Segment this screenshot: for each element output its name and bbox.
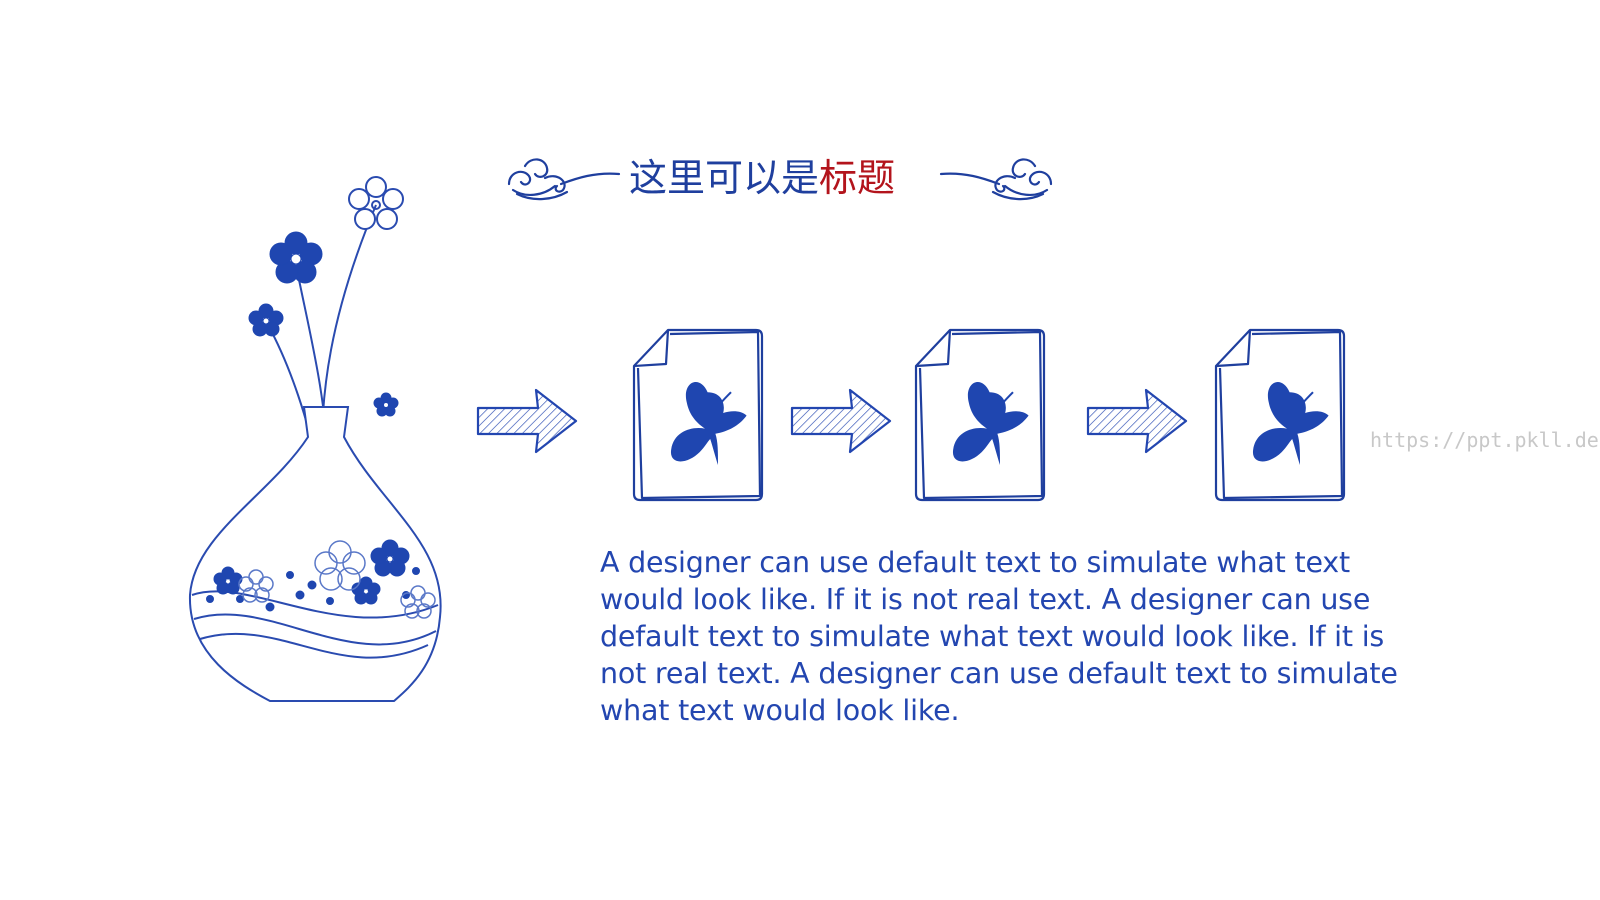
butterfly-document-icon: [1214, 328, 1346, 502]
butterfly-document-icon: [914, 328, 1046, 502]
title-accent: 标题: [819, 156, 896, 200]
porcelain-vase-icon: [188, 176, 442, 702]
title-row: 这里可以是标题: [505, 148, 1065, 208]
watermark: https://ppt.pkll.de: [1370, 428, 1599, 452]
butterfly-document-icon: [632, 328, 764, 502]
body-paragraph: A designer can use default text to simul…: [600, 546, 1398, 727]
page-title: 这里可以是标题: [629, 154, 895, 202]
sketch-arrow-right-icon: [476, 388, 578, 454]
sketch-arrow-right-icon: [1086, 388, 1188, 454]
cloud-scroll-ornament-icon: [507, 158, 621, 201]
cloud-scroll-ornament-icon: [939, 158, 1053, 201]
title-main: 这里可以是: [629, 156, 820, 200]
sketch-arrow-right-icon: [790, 388, 892, 454]
